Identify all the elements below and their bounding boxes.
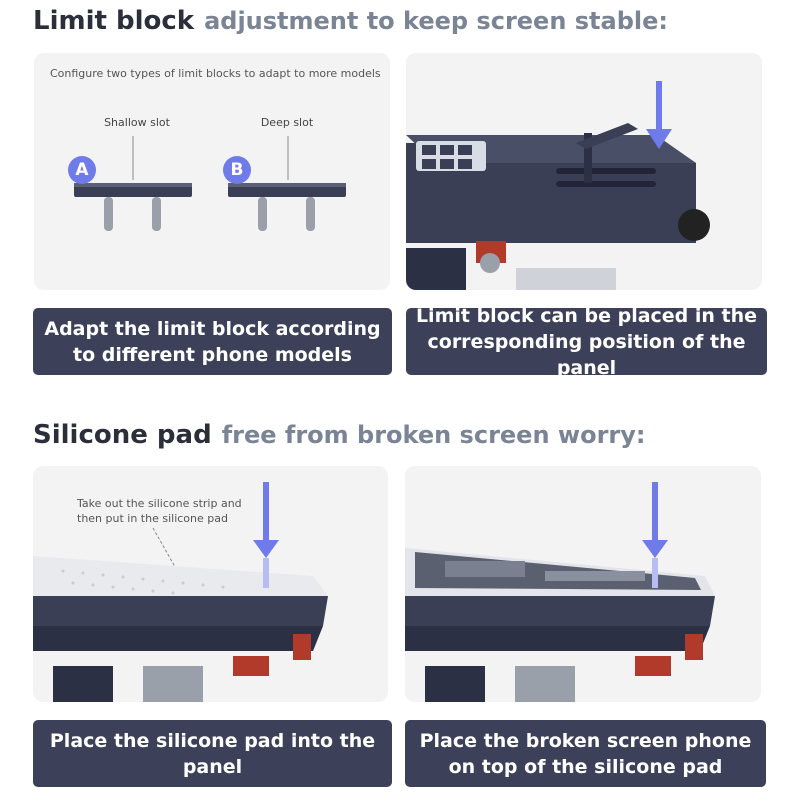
caption-limit-block-position: Limit block can be placed in the corresp… [406, 305, 767, 379]
section-subtitle: free from broken screen worry: [221, 421, 646, 449]
caption-place-broken-phone: Place the broken screen phone on top of … [405, 720, 766, 787]
caption-place-silicone-pad: Place the silicone pad into the panel [33, 720, 392, 787]
section-title: Silicone pad [33, 420, 212, 450]
limit-block-placement-panel [406, 53, 762, 290]
badge-a: A [68, 156, 96, 184]
config-note: Configure two types of limit blocks to a… [50, 67, 381, 80]
shallow-slot-label: Shallow slot [104, 116, 170, 129]
limit-block-illustration [74, 136, 346, 231]
section-title: Limit block [33, 6, 195, 36]
section-heading-silicone-pad: Silicone pad free from broken screen worr… [33, 420, 645, 450]
silicone-pad-note: Take out the silicone strip and then put… [77, 497, 242, 525]
placement-illustration [406, 81, 710, 290]
caption-adapt-limit-block: Adapt the limit block according to diffe… [33, 308, 392, 375]
deep-slot-label: Deep slot [260, 116, 314, 129]
silicone-pad-illustration [33, 482, 328, 702]
section-subtitle: adjustment to keep screen stable: [204, 7, 669, 35]
broken-phone-illustration [405, 482, 715, 702]
section-heading-limit-block: Limit block adjustment to keep screen sta… [33, 6, 668, 36]
limit-block-types-panel: Configure two types of limit blocks to a… [34, 53, 390, 290]
broken-phone-panel [405, 466, 761, 702]
silicone-pad-panel: Take out the silicone strip and then put… [33, 466, 388, 702]
badge-b: B [223, 156, 251, 184]
